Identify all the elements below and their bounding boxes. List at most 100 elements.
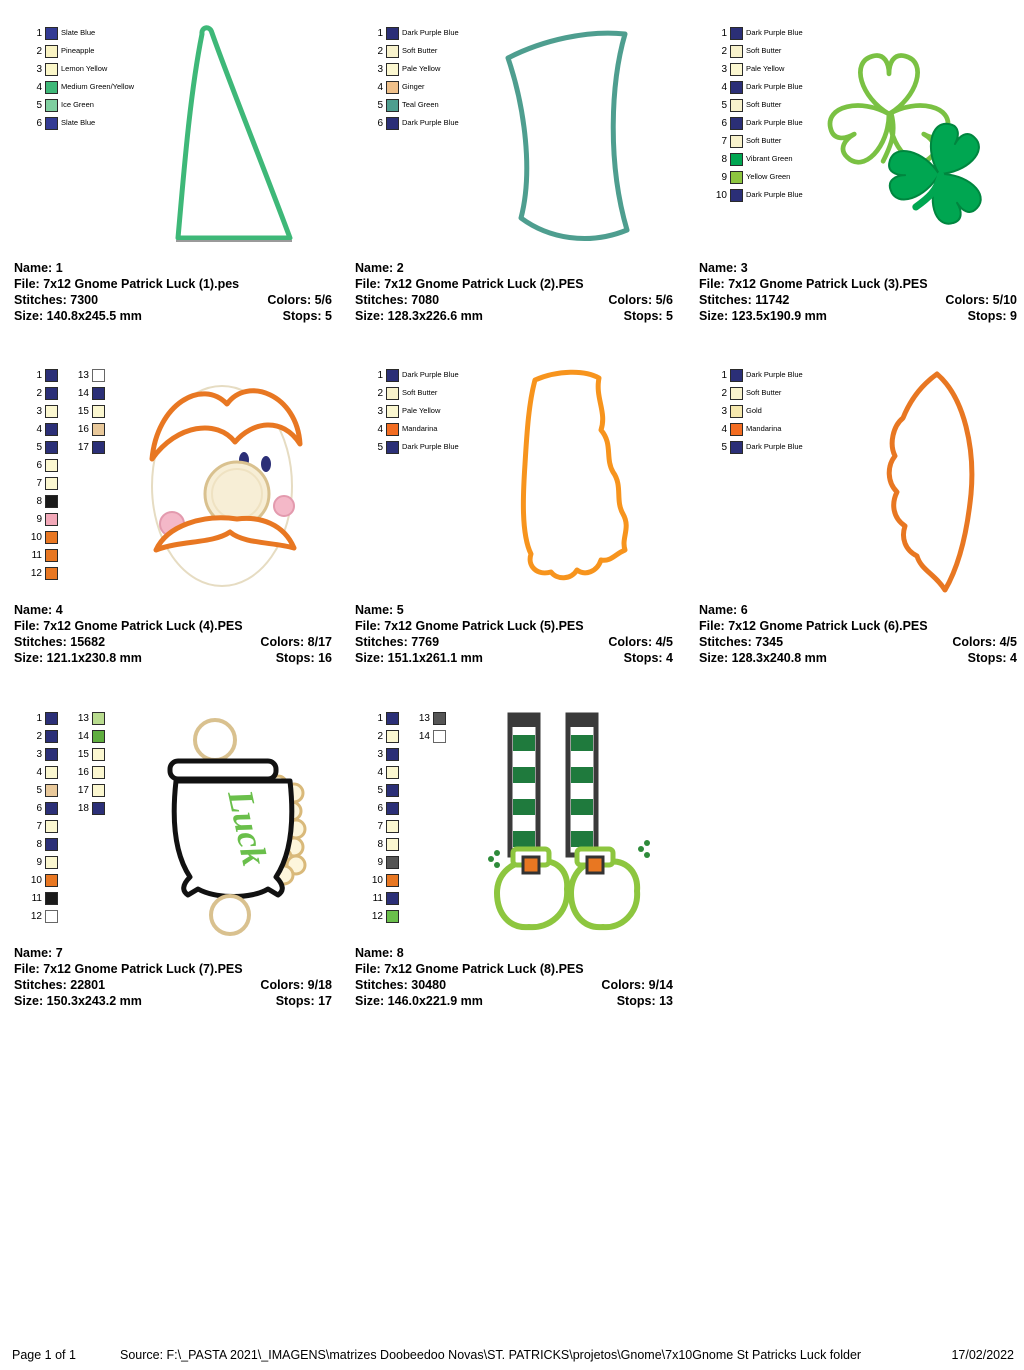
thread-color-label: Dark Purple Blue — [746, 118, 803, 128]
thread-color-number: 6 — [721, 117, 727, 129]
stops-label: Stops: — [623, 651, 663, 665]
thread-color-number: 5 — [721, 99, 727, 111]
meta-stitches-line: Stitches: 7300 Colors: 5/6 — [14, 292, 332, 308]
design-stitches: 7345 — [755, 635, 784, 649]
thread-color-column: 1 Dark Purple Blue 2 Soft Butter 3 Pale … — [367, 366, 459, 456]
design-stitches: 30480 — [411, 978, 447, 992]
thread-color-swatch — [730, 62, 743, 76]
thread-color-row: 6 — [26, 456, 61, 474]
thread-color-number: 8 — [36, 495, 42, 507]
thread-color-number: 1 — [377, 369, 383, 381]
thread-color-swatch — [45, 801, 58, 815]
thread-color-label: Vibrant Green — [746, 154, 793, 164]
thread-color-row: 12 — [26, 564, 61, 582]
thread-color-swatch — [386, 801, 399, 815]
thread-color-list: 1 Dark Purple Blue 2 Soft Butter 3 Pale … — [367, 366, 459, 456]
thread-color-row: 5 — [26, 438, 61, 456]
thread-color-row: 5 Dark Purple Blue — [367, 438, 459, 456]
thread-color-number: 12 — [371, 910, 383, 922]
thread-color-swatch — [45, 404, 58, 418]
thread-color-number: 13 — [77, 712, 89, 724]
thread-color-label: Dark Purple Blue — [402, 442, 459, 452]
thread-color-swatch — [386, 783, 399, 797]
thread-color-swatch — [730, 116, 743, 130]
meta-size-line: Size: 150.3x243.2 mm Stops: 17 — [14, 993, 332, 1009]
thread-color-label: Dark Purple Blue — [746, 190, 803, 200]
thread-color-swatch — [45, 512, 58, 526]
thread-color-number: 4 — [721, 81, 727, 93]
thread-color-swatch — [386, 440, 399, 454]
thread-color-row: 4 Medium Green/Yellow — [26, 78, 134, 96]
thread-color-row: 2 — [26, 384, 61, 402]
meta-stitches-line: Stitches: 11742 Colors: 5/10 — [699, 292, 1017, 308]
design-stitches: 7300 — [70, 293, 99, 307]
design-stops: 4 — [666, 651, 673, 665]
pot-of-gold-thumbnail-svg: Luck — [167, 718, 307, 936]
design-colors: 8/17 — [307, 635, 332, 649]
thread-color-number: 8 — [721, 153, 727, 165]
thread-color-row: 13 — [73, 709, 108, 727]
thread-color-label: Medium Green/Yellow — [61, 82, 135, 92]
design-thumbnail — [473, 707, 678, 939]
name-label: Name: — [14, 603, 53, 617]
thread-color-label: Dark Purple Blue — [746, 82, 803, 92]
thread-color-row: 2 Pineapple — [26, 42, 134, 60]
file-label: File: — [355, 619, 381, 633]
design-file: 7x12 Gnome Patrick Luck (8).PES — [384, 962, 584, 976]
thread-color-row: 3 — [26, 745, 61, 763]
thread-color-swatch — [92, 765, 105, 779]
thread-color-row: 2 Soft Butter — [367, 384, 459, 402]
thread-color-list: 1 2 3 4 5 6 7 8 9 10 — [26, 366, 108, 582]
thread-color-swatch — [730, 44, 743, 58]
stitches-label: Stitches: — [699, 293, 752, 307]
design-size: 150.3x243.2 mm — [46, 994, 142, 1008]
thread-color-swatch — [92, 747, 105, 761]
thread-color-swatch — [386, 891, 399, 905]
thread-color-row: 2 — [26, 727, 61, 745]
stops-label: Stops: — [275, 651, 315, 665]
thread-color-swatch — [433, 729, 446, 743]
file-label: File: — [14, 277, 40, 291]
thread-color-swatch — [386, 116, 399, 130]
meta-name-line: Name: 6 — [699, 602, 1017, 618]
thread-color-row: 5 Soft Butter — [711, 96, 803, 114]
size-label: Size: — [699, 651, 729, 665]
thread-color-swatch — [386, 837, 399, 851]
thread-color-number: 2 — [377, 730, 383, 742]
meta-stitches-line: Stitches: 22801 Colors: 9/18 — [14, 977, 332, 993]
thread-color-swatch — [386, 747, 399, 761]
thread-color-swatch — [386, 44, 399, 58]
thread-color-number: 7 — [377, 820, 383, 832]
thread-color-number: 9 — [36, 513, 42, 525]
thread-color-label: Soft Butter — [402, 46, 438, 56]
meta-stitches-line: Stitches: 30480 Colors: 9/14 — [355, 977, 673, 993]
thread-color-swatch — [45, 566, 58, 580]
design-thumbnail — [132, 22, 337, 254]
thread-color-swatch — [45, 855, 58, 869]
thread-color-swatch — [730, 134, 743, 148]
thread-color-row: 13 — [73, 366, 108, 384]
thread-color-number: 4 — [36, 81, 42, 93]
thread-color-number: 2 — [377, 387, 383, 399]
thread-color-row: 1 Slate Blue — [26, 24, 134, 42]
design-card: 1 2 3 4 5 6 7 8 9 10 — [355, 705, 687, 1041]
thread-color-row: 14 — [414, 727, 449, 745]
design-colors: 5/6 — [314, 293, 332, 307]
thread-color-row: 4 — [367, 763, 402, 781]
size-label: Size: — [14, 651, 44, 665]
thread-color-row: 14 — [73, 727, 108, 745]
thread-color-swatch — [730, 440, 743, 454]
thread-color-number: 5 — [36, 784, 42, 796]
thread-color-swatch — [386, 711, 399, 725]
thread-color-swatch — [730, 80, 743, 94]
thread-color-column: 1 Dark Purple Blue 2 Soft Butter 3 Pale … — [711, 24, 803, 204]
thread-color-number: 4 — [377, 423, 383, 435]
thread-color-swatch — [45, 819, 58, 833]
meta-name-line: Name: 8 — [355, 945, 673, 961]
thread-color-label: Gold — [746, 406, 762, 416]
thread-color-row: 15 — [73, 402, 108, 420]
thread-color-swatch — [386, 62, 399, 76]
meta-name-line: Name: 3 — [699, 260, 1017, 276]
design-name: 1 — [55, 261, 63, 275]
